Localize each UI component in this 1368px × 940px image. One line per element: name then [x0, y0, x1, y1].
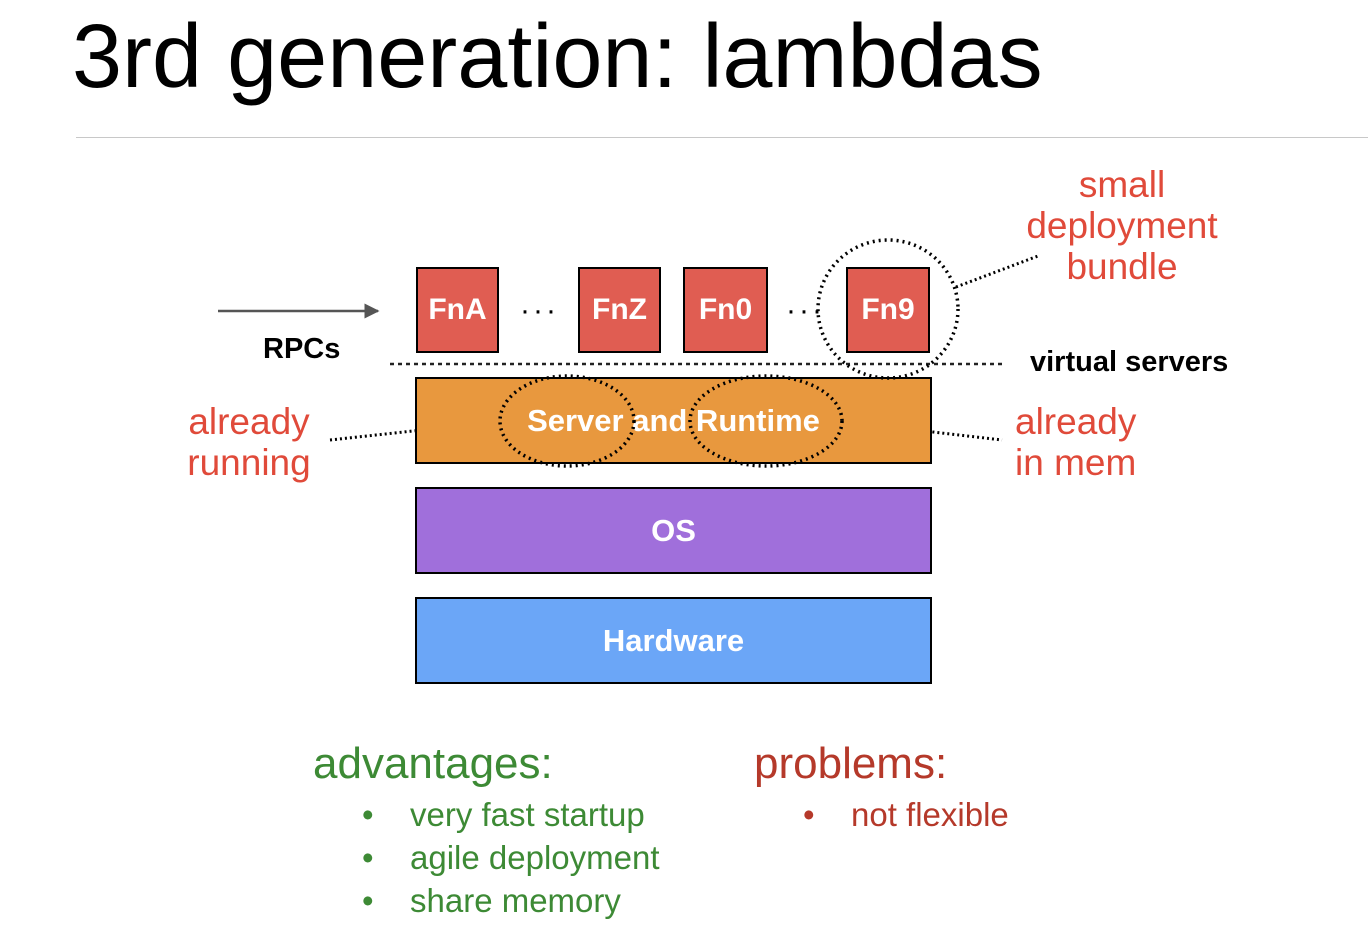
runtime-layer-label: Server and Runtime [527, 402, 820, 438]
os-layer: OS [415, 487, 932, 574]
list-item-text: not flexible [851, 796, 1009, 833]
bullet-icon: • [362, 882, 374, 919]
function-label: Fn0 [698, 293, 753, 326]
already-in-mem-annotation: already in mem [1015, 401, 1136, 483]
slide-title: 3rd generation: lambdas [72, 7, 1043, 107]
os-layer-label: OS [651, 512, 696, 548]
bundle-annotation: small deployment bundle [1022, 164, 1222, 287]
bullet-icon: • [803, 796, 815, 833]
list-item: • very fast startup [362, 793, 660, 836]
annotation-line: in mem [1015, 442, 1137, 483]
annotation-line: already [1015, 401, 1137, 442]
runtime-layer: Server and Runtime [415, 377, 932, 464]
virtual-servers-label: virtual servers [1030, 346, 1229, 378]
already-running-annotation: already running [184, 401, 314, 483]
advantages-list: • very fast startup • agile deployment •… [362, 793, 660, 922]
problems-list: • not flexible [803, 793, 1009, 836]
function-box-fnz: FnZ [578, 267, 661, 353]
function-label: FnZ [592, 293, 647, 326]
function-box-fn9: Fn9 [846, 267, 930, 353]
list-item: • share memory [362, 879, 660, 922]
list-item: • agile deployment [362, 836, 660, 879]
function-box-fn0: Fn0 [683, 267, 768, 353]
rpc-label: RPCs [263, 333, 341, 365]
annotation-line: bundle [1066, 246, 1178, 287]
annotation-line: already [188, 401, 310, 442]
function-ellipsis: ··· [786, 294, 825, 327]
annotation-line: small [1078, 164, 1166, 205]
problems-heading: problems: [754, 739, 948, 788]
annotation-line: deployment [1026, 205, 1218, 246]
title-divider [76, 137, 1368, 138]
function-box-fna: FnA [416, 267, 499, 353]
list-item-text: agile deployment [410, 839, 660, 876]
hardware-layer-label: Hardware [602, 622, 745, 658]
function-ellipsis: ··· [520, 294, 559, 327]
list-item-text: share memory [410, 882, 621, 919]
annotation-line: running [187, 442, 311, 483]
hardware-layer: Hardware [415, 597, 932, 684]
list-item-text: very fast startup [410, 796, 645, 833]
function-label: FnA [428, 293, 487, 326]
list-item: • not flexible [803, 793, 1009, 836]
function-label: Fn9 [861, 293, 915, 326]
advantages-heading: advantages: [313, 739, 553, 788]
bullet-icon: • [362, 839, 374, 876]
bullet-icon: • [362, 796, 374, 833]
